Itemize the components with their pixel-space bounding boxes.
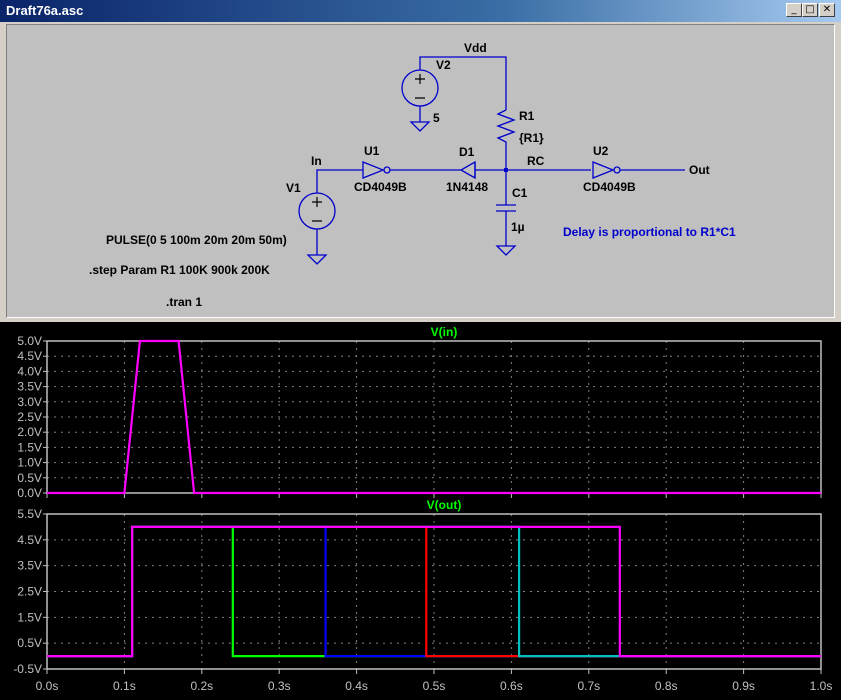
v1-label: V1 (286, 181, 301, 195)
vin-y-tick-label: 4.5V (17, 349, 42, 363)
maximize-button[interactable]: □ (802, 3, 818, 17)
step-directive: .step Param R1 100K 900k 200K (89, 263, 270, 277)
v2-label: V2 (436, 58, 451, 72)
vout-y-tick-label: 2.5V (17, 585, 42, 599)
schematic-wires (298, 56, 685, 265)
vout-y-tick-label: -0.5V (13, 662, 42, 676)
r1-value-label: {R1} (519, 131, 544, 145)
out-label: Out (689, 163, 710, 177)
vin-y-tick-label: 5.0V (17, 334, 42, 348)
vin-y-tick-label: 3.0V (17, 395, 42, 409)
vin-y-tick-label: 2.5V (17, 410, 42, 424)
vout-y-tick-label: 0.5V (17, 636, 42, 650)
window-title: Draft76a.asc (6, 3, 84, 18)
vdd-label: Vdd (464, 41, 487, 55)
vout-x-tick-label: 0.7s (577, 679, 600, 693)
tran-directive: .tran 1 (166, 295, 202, 309)
delay-comment: Delay is proportional to R1*C1 (563, 225, 736, 239)
vout-y-tick-label: 1.5V (17, 610, 42, 624)
vout-series-4 (47, 525, 821, 658)
close-button[interactable]: ✕ (819, 3, 835, 17)
vin-y-tick-label: 2.0V (17, 425, 42, 439)
rc-junction-dot (504, 168, 508, 172)
vout-x-tick-label: 0.0s (36, 679, 59, 693)
u2-label: U2 (593, 144, 609, 158)
vout-x-tick-label: 0.1s (113, 679, 136, 693)
schematic-canvas[interactable]: Vdd V2 5 R1 {R1} In U1 CD4049B D1 1N4148… (7, 25, 834, 317)
in-label: In (311, 154, 322, 168)
vout-x-tick-label: 0.2s (190, 679, 213, 693)
vout-y-tick-label: 3.5V (17, 559, 42, 573)
vin-y-tick-label: 0.0V (17, 486, 42, 500)
vin-y-tick-label: 1.0V (17, 456, 42, 470)
vout-x-tick-label: 0.8s (655, 679, 678, 693)
source-polarity-marks (312, 74, 425, 222)
vin-y-tick-label: 3.5V (17, 380, 42, 394)
u1-part-label: CD4049B (354, 180, 407, 194)
u1-label: U1 (364, 144, 380, 158)
vout-title: V(out) (427, 498, 462, 512)
vout-x-tick-label: 0.5s (423, 679, 446, 693)
vin-y-tick-label: 0.5V (17, 471, 42, 485)
vin-title: V(in) (431, 325, 458, 339)
vout-x-tick-label: 0.3s (268, 679, 291, 693)
vin-series-0 (47, 339, 821, 495)
schematic-pane[interactable]: Vdd V2 5 R1 {R1} In U1 CD4049B D1 1N4148… (6, 24, 835, 318)
vout-x-tick-label: 0.6s (500, 679, 523, 693)
u2-part-label: CD4049B (583, 180, 636, 194)
title-bar[interactable]: Draft76a.asc _ □ ✕ (0, 0, 841, 22)
vout-y-tick-label: 5.5V (17, 507, 42, 521)
c1-value-label: 1µ (511, 220, 525, 234)
d1-part-label: 1N4148 (446, 180, 488, 194)
vout-x-tick-label: 1.0s (810, 679, 833, 693)
r1-label: R1 (519, 109, 535, 123)
vout-x-tick-label: 0.9s (732, 679, 755, 693)
waveform-canvas[interactable]: 0.0V0.5V1.0V1.5V2.0V2.5V3.0V3.5V4.0V4.5V… (0, 322, 841, 700)
rc-label: RC (527, 154, 545, 168)
c1-label: C1 (512, 186, 528, 200)
vout-x-tick-label: 0.4s (345, 679, 368, 693)
v2-value-label: 5 (433, 111, 440, 125)
minimize-button[interactable]: _ (786, 3, 802, 17)
vin-y-tick-label: 4.0V (17, 364, 42, 378)
vout-y-tick-label: 4.5V (17, 533, 42, 547)
vin-y-tick-label: 1.5V (17, 440, 42, 454)
d1-label: D1 (459, 145, 475, 159)
pulse-directive: PULSE(0 5 100m 20m 20m 50m) (106, 233, 287, 247)
